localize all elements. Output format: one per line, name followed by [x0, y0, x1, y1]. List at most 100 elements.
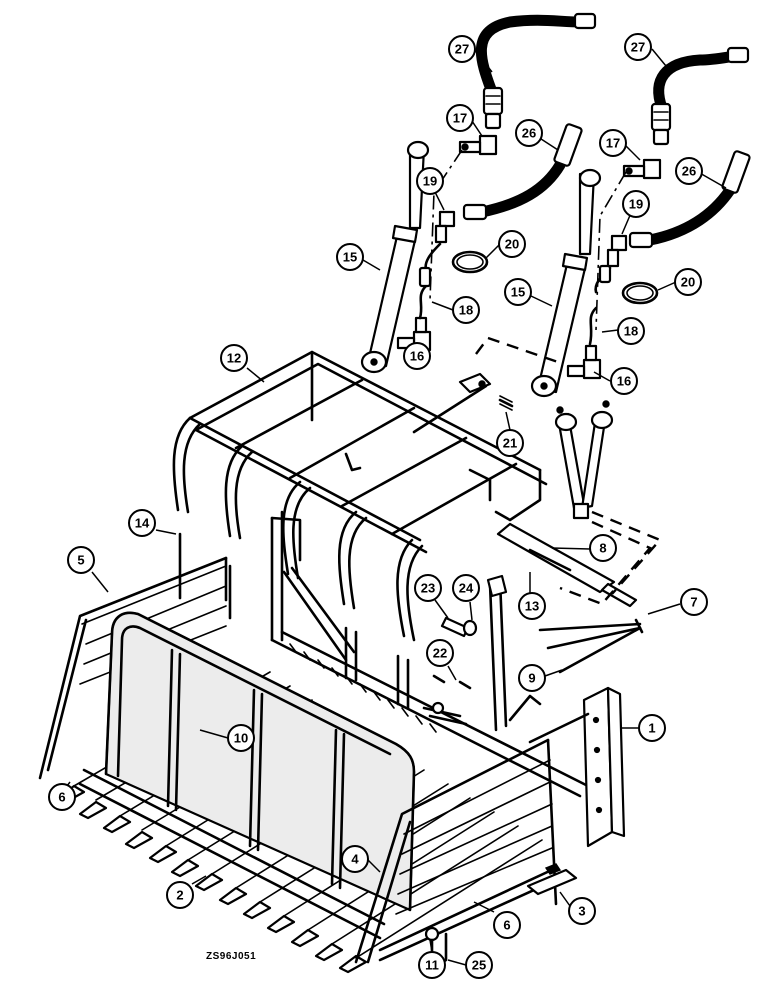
callout-5: 5 — [67, 546, 95, 574]
elbow-fitting-16-right — [566, 344, 602, 380]
foot-plate-3 — [526, 863, 578, 896]
callout-26-right: 26 — [675, 157, 703, 185]
svg-text:25: 25 — [472, 958, 486, 973]
svg-text:10: 10 — [234, 731, 248, 746]
pins-22-23-24 — [432, 616, 478, 690]
callout-18-left: 18 — [452, 296, 480, 324]
elbow-fitting-17-right — [622, 158, 662, 180]
svg-text:14: 14 — [135, 516, 150, 531]
svg-text:20: 20 — [505, 237, 519, 252]
hose-clamp-20-right — [621, 281, 659, 305]
callout-20-left: 20 — [498, 230, 526, 258]
callout-12: 12 — [220, 344, 248, 372]
callout-1: 1 — [638, 714, 666, 742]
callout-21: 21 — [496, 429, 524, 457]
svg-text:7: 7 — [690, 595, 697, 610]
hose-26-right — [628, 150, 751, 249]
svg-text:15: 15 — [511, 285, 525, 300]
tube-18-left — [418, 242, 442, 320]
callout-15-right: 15 — [504, 278, 532, 306]
callout-11: 11 — [418, 951, 446, 979]
side-guard-4 — [354, 738, 558, 964]
hitch-bracket-1 — [528, 686, 626, 848]
hose-27-left — [475, 12, 597, 130]
hose-27-right — [650, 46, 750, 146]
pin-21 — [498, 395, 514, 411]
callout-22: 22 — [426, 639, 454, 667]
callouts: 27 27 17 17 26 26 19 19 20 20 15 15 18 1… — [48, 33, 708, 979]
callout-24: 24 — [452, 574, 480, 602]
callout-25: 25 — [465, 951, 493, 979]
callout-18-right: 18 — [617, 317, 645, 345]
svg-text:27: 27 — [631, 40, 645, 55]
svg-text:6: 6 — [503, 918, 510, 933]
callout-13: 13 — [518, 592, 546, 620]
svg-text:12: 12 — [227, 351, 241, 366]
leader-lines — [57, 48, 727, 966]
grille-10 — [104, 611, 416, 912]
svg-text:4: 4 — [351, 852, 359, 867]
callout-26-left: 26 — [515, 119, 543, 147]
hose-26-left — [462, 123, 583, 221]
svg-text:3: 3 — [578, 904, 585, 919]
svg-text:17: 17 — [606, 136, 620, 151]
callout-14: 14 — [128, 509, 156, 537]
hydraulic-routing-lines — [429, 149, 627, 331]
callout-6-left: 6 — [48, 783, 76, 811]
callout-9: 9 — [518, 664, 546, 692]
cylinder-pair — [554, 400, 614, 520]
callout-19-left: 19 — [416, 167, 444, 195]
svg-text:22: 22 — [433, 646, 447, 661]
svg-text:26: 26 — [682, 164, 696, 179]
callout-8: 8 — [589, 534, 617, 562]
svg-text:18: 18 — [624, 324, 638, 339]
callout-2: 2 — [166, 881, 194, 909]
callout-23: 23 — [414, 574, 442, 602]
callout-27-left: 27 — [448, 35, 476, 63]
svg-text:8: 8 — [599, 541, 606, 556]
callout-15-left: 15 — [336, 243, 364, 271]
svg-text:24: 24 — [459, 581, 474, 596]
callout-27-right: 27 — [624, 33, 652, 61]
svg-text:2: 2 — [176, 888, 183, 903]
figure-reference-code: ZS96J051 — [206, 951, 257, 962]
rod-14 — [178, 532, 232, 620]
svg-text:11: 11 — [425, 958, 439, 973]
side-guard-5 — [38, 556, 228, 780]
svg-text:6: 6 — [58, 790, 65, 805]
svg-text:13: 13 — [525, 599, 539, 614]
callout-20-right: 20 — [674, 268, 702, 296]
callout-4: 4 — [341, 845, 369, 873]
svg-text:20: 20 — [681, 275, 695, 290]
dashed-routing — [475, 336, 663, 606]
callout-16-left: 16 — [403, 342, 431, 370]
svg-text:18: 18 — [459, 303, 473, 318]
linkage-bars — [496, 522, 644, 674]
elbow-fitting-17-left — [458, 134, 498, 156]
tube-18-right — [588, 264, 612, 346]
callout-17-left: 17 — [446, 104, 474, 132]
cylinder-15-left — [360, 140, 430, 374]
callout-10: 10 — [227, 724, 255, 752]
callout-17-right: 17 — [599, 129, 627, 157]
callout-7: 7 — [680, 588, 708, 616]
hose-clamp-20-left — [451, 250, 489, 274]
svg-text:23: 23 — [421, 581, 435, 596]
pivot-bracket — [458, 372, 492, 394]
svg-text:16: 16 — [410, 349, 424, 364]
svg-text:17: 17 — [453, 111, 467, 126]
svg-text:26: 26 — [522, 126, 536, 141]
svg-text:15: 15 — [343, 250, 357, 265]
callout-3: 3 — [568, 897, 596, 925]
svg-text:5: 5 — [77, 553, 84, 568]
callout-19-right: 19 — [622, 190, 650, 218]
svg-text:16: 16 — [617, 374, 631, 389]
elbow-fitting-19-right — [606, 234, 628, 268]
elbow-fitting-19-left — [434, 210, 456, 244]
callout-6-right: 6 — [493, 911, 521, 939]
callout-16-right: 16 — [610, 367, 638, 395]
svg-text:19: 19 — [423, 174, 437, 189]
svg-text:1: 1 — [648, 721, 655, 736]
svg-text:27: 27 — [455, 42, 469, 57]
